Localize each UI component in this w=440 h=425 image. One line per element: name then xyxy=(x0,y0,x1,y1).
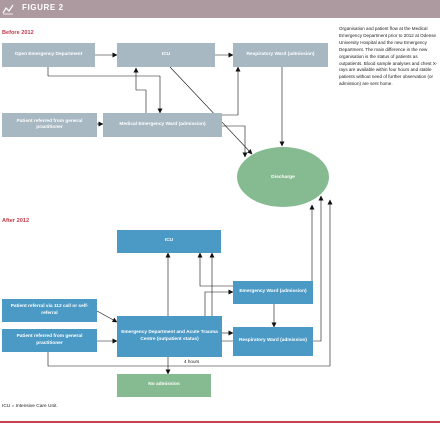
arrow-medical-ward-to-discharge xyxy=(222,125,248,158)
box-respiratory-ward-before: Respiratory Ward (admission) xyxy=(233,43,328,67)
box-respiratory-ward-after: Respiratory Ward (admission) xyxy=(233,327,313,356)
footnote-icu: ICU = Intensive Care Unit. xyxy=(2,404,58,409)
after-connectors xyxy=(47,195,333,375)
section-before-2012: Before 2012 xyxy=(2,30,34,36)
label-four-hours: 4 hours xyxy=(184,359,200,364)
bottom-divider xyxy=(0,421,440,423)
section-after-2012: After 2012 xyxy=(2,218,30,224)
arrow-respiratory-to-discharge xyxy=(313,195,324,342)
figure-caption: Organisation and patient flow at the Med… xyxy=(339,26,438,87)
box-icu-after: ICU xyxy=(117,230,221,253)
arrow-ed-to-emergency-ward xyxy=(204,289,234,316)
line-four-hour-return xyxy=(47,199,333,367)
figure-header-bar: FIGURE 2 xyxy=(0,0,440,18)
arrow-patient-112-to-ed xyxy=(96,310,118,323)
box-open-emergency-department: Open Emergency Department xyxy=(2,43,95,67)
before-connectors xyxy=(47,52,285,158)
box-medical-emergency-ward: Medical Emergency Ward (admission) xyxy=(103,113,222,137)
oval-discharge: Discharge xyxy=(237,147,329,207)
figure-label: FIGURE 2 xyxy=(22,3,64,12)
box-no-admission: No admission xyxy=(117,374,211,397)
box-patient-referred-gp-before: Patient referred from general practition… xyxy=(2,113,97,137)
box-icu-before: ICU xyxy=(117,43,215,67)
arrow-medical-ward-to-icu xyxy=(133,67,147,113)
arrow-icu-to-discharge xyxy=(169,66,253,155)
box-patient-referred-gp-after: Patient referred from general practition… xyxy=(2,329,97,352)
box-patient-referral-112: Patient referral via 112 call or self-re… xyxy=(2,299,97,322)
arrow-open-ed-to-medical-ward xyxy=(47,67,163,114)
chart-logo-icon xyxy=(2,4,14,15)
box-emergency-department-acute-trauma: Emergency Department and Acute Trauma Ce… xyxy=(117,316,222,357)
arrow-medical-ward-to-respiratory xyxy=(222,66,241,116)
arrow-emergency-ward-to-icu xyxy=(197,252,233,287)
box-emergency-ward: Emergency Ward (admission) xyxy=(233,281,313,304)
